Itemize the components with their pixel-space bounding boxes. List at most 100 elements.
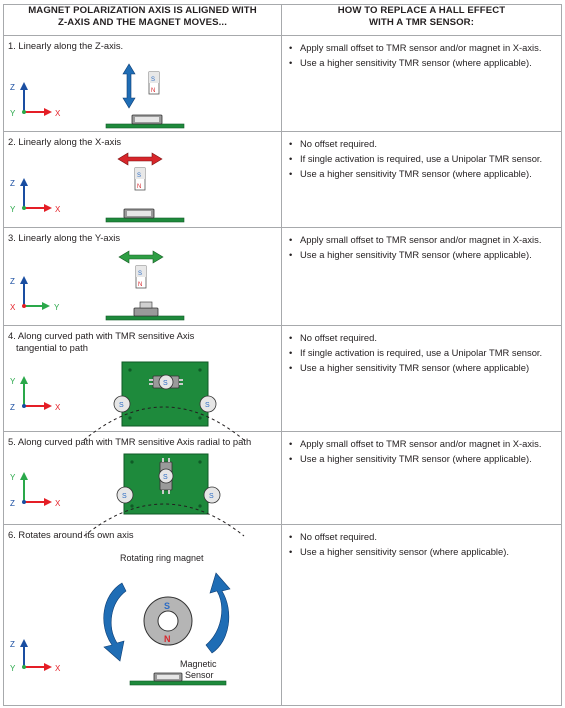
sensor-on-board <box>129 672 227 686</box>
right-axis-label: X <box>55 109 61 118</box>
note-item: Use a higher sensitivity TMR sensor (whe… <box>288 247 561 262</box>
left-header-line1: MAGNET POLARIZATION AXIS IS ALIGNED WITH <box>28 5 257 16</box>
vertical-double-arrow <box>122 63 136 109</box>
puck-south-label: S <box>209 493 214 500</box>
up-axis-label: Z <box>10 640 15 649</box>
right-axis-label: X <box>55 499 61 508</box>
case-2-notes-cell: No offset required. If single activation… <box>281 131 562 228</box>
case-row-5: 5. Along curved path with TMR sensitive … <box>3 431 562 537</box>
rotation-arrow-left <box>103 582 127 662</box>
case-1-diagram: Z Y X S N <box>10 63 185 129</box>
bar-magnet: S N <box>148 71 160 95</box>
pcb-board <box>121 361 209 427</box>
left-column-header: MAGNET POLARIZATION AXIS IS ALIGNED WITH… <box>3 4 282 36</box>
right-axis-label: X <box>55 205 61 214</box>
puck-magnet-left: S <box>116 486 134 504</box>
note-item: Use a higher sensitivity TMR sensor (whe… <box>288 451 561 466</box>
sensor-caption-line2: Sensor <box>185 670 214 680</box>
ring-magnet: S N <box>143 596 193 646</box>
pcb-strip <box>105 123 185 129</box>
left-axis-label: Z <box>10 499 15 508</box>
case-5-figure-cell: 5. Along curved path with TMR sensitive … <box>3 431 282 537</box>
magnet-south-label: S <box>138 271 142 277</box>
up-axis-label: Z <box>10 179 15 188</box>
sensor-on-board <box>105 114 185 129</box>
case-row-4: 4. Along curved path with TMR sensitive … <box>3 325 562 441</box>
right-header-line2: WITH A TMR SENSOR: <box>368 17 474 28</box>
note-item: Apply small offset to TMR sensor and/or … <box>288 436 561 451</box>
puck-south-label: S <box>122 493 127 500</box>
puck-south-label: S <box>205 402 210 409</box>
sensor-caption-line1: Magnetic <box>180 659 217 669</box>
right-axis-label: X <box>55 664 61 673</box>
note-item: Apply small offset to TMR sensor and/or … <box>288 40 561 55</box>
ring-north-label: N <box>164 634 171 644</box>
case-3-notes-cell: Apply small offset to TMR sensor and/or … <box>281 227 562 326</box>
case-1-title: 1. Linearly along the Z-axis. <box>8 40 124 51</box>
case-3-figure-cell: 3. Linearly along the Y-axis Z X Y <box>3 227 282 326</box>
case-2-title: 2. Linearly along the X-axis <box>8 136 122 147</box>
ring-magnet-caption: Rotating ring magnet <box>120 553 204 563</box>
case-6-figure-cell: 6. Rotates around its own axis Rotating … <box>3 524 282 706</box>
note-item: Use a higher sensitivity TMR sensor (whe… <box>288 360 561 375</box>
puck-magnet-center: S <box>158 374 174 390</box>
up-axis-label: Z <box>10 277 15 286</box>
case-6-notes-cell: No offset required. Use a higher sensiti… <box>281 524 562 706</box>
right-axis-arrowhead <box>44 108 52 116</box>
note-item: If single activation is required, use a … <box>288 151 561 166</box>
axis-triad: Y Z X <box>10 376 61 412</box>
note-item: Use a higher sensitivity TMR sensor (whe… <box>288 55 561 70</box>
case-3-title: 3. Linearly along the Y-axis <box>8 232 121 243</box>
puck-south-label: S <box>163 380 168 387</box>
magnet-north-label: N <box>138 282 142 288</box>
case-4-title: 4. Along curved path with TMR sensitive … <box>8 330 195 353</box>
origin-dot <box>22 110 26 114</box>
left-axis-label: X <box>10 303 16 312</box>
sensor-on-board <box>105 301 185 321</box>
horizontal-double-arrow <box>118 250 164 264</box>
magnet-north-label: N <box>151 88 155 94</box>
case-2-figure-cell: 2. Linearly along the X-axis Z Y X <box>3 131 282 228</box>
case-3-notes: Apply small offset to TMR sensor and/or … <box>282 228 561 262</box>
note-item: Use a higher sensitivity sensor (where a… <box>288 544 561 559</box>
case-row-1: 1. Linearly along the Z-axis. Z Y X <box>3 35 562 132</box>
left-axis-label: Y <box>10 205 16 214</box>
axis-triad: Z X Y <box>10 276 60 312</box>
magnet-south-label: S <box>137 173 141 179</box>
case-4-notes-cell: No offset required. If single activation… <box>281 325 562 432</box>
case-6-diagram: Rotating ring magnet S N <box>10 553 231 686</box>
puck-magnet-center: S <box>158 468 174 484</box>
case-5-diagram: Y Z X S <box>10 453 245 537</box>
bar-magnet: S N <box>135 265 147 289</box>
comparison-table: MAGNET POLARIZATION AXIS IS ALIGNED WITH… <box>3 4 562 706</box>
bar-magnet: S N <box>134 167 146 191</box>
case-4-notes: No offset required. If single activation… <box>282 326 561 375</box>
left-axis-label: Z <box>10 403 15 412</box>
axis-triad: Z Y X <box>10 178 61 214</box>
header-row: MAGNET POLARIZATION AXIS IS ALIGNED WITH… <box>3 4 562 36</box>
right-axis-label: Y <box>54 303 60 312</box>
case-row-2: 2. Linearly along the X-axis Z Y X <box>3 131 562 228</box>
left-axis-label: Y <box>10 664 16 673</box>
pcb-board <box>123 453 209 515</box>
right-header-line1: HOW TO REPLACE A HALL EFFECT <box>337 5 506 16</box>
ring-south-label: S <box>164 601 170 611</box>
case-6-notes: No offset required. Use a higher sensiti… <box>282 525 561 559</box>
case-4-diagram: Y Z X S <box>10 361 245 441</box>
puck-magnet-right: S <box>199 395 217 413</box>
up-axis-label: Z <box>10 83 15 92</box>
case-row-6: 6. Rotates around its own axis Rotating … <box>3 524 562 706</box>
puck-south-label: S <box>163 474 168 481</box>
rotation-arrow-right <box>205 572 231 654</box>
case-1-figure-cell: 1. Linearly along the Z-axis. Z Y X <box>3 35 282 132</box>
case-5-notes-cell: Apply small offset to TMR sensor and/or … <box>281 431 562 525</box>
case-1-notes: Apply small offset to TMR sensor and/or … <box>282 36 561 70</box>
puck-south-label: S <box>119 402 124 409</box>
note-item: If single activation is required, use a … <box>288 345 561 360</box>
case-5-notes: Apply small offset to TMR sensor and/or … <box>282 432 561 466</box>
right-axis-label: X <box>55 403 61 412</box>
left-axis-label: Y <box>10 109 16 118</box>
up-axis-label: Y <box>10 473 16 482</box>
left-header-line2: Z-AXIS AND THE MAGNET MOVES... <box>58 17 227 28</box>
